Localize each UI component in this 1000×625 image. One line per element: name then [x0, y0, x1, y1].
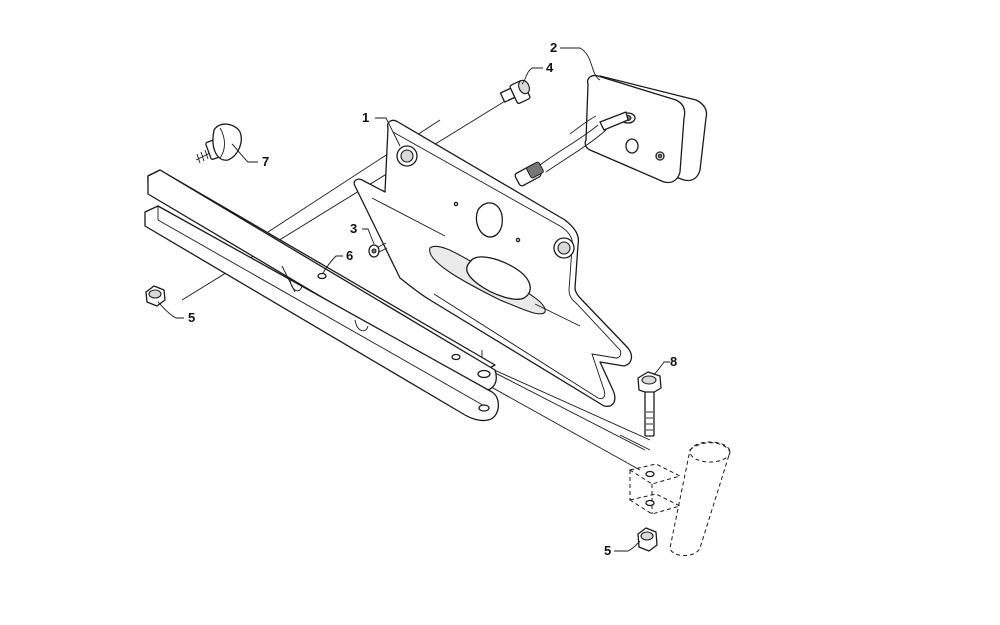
screw [368, 242, 388, 258]
license-plate-bracket [353, 119, 633, 407]
mounting-bar [144, 169, 499, 422]
tail-light [514, 74, 708, 187]
leader-lines [157, 47, 670, 552]
callout-3: 3 [350, 221, 357, 236]
callout-6: 6 [346, 248, 353, 263]
callout-2: 2 [550, 40, 557, 55]
knob [195, 123, 242, 164]
callout-1: 1 [362, 110, 369, 125]
callout-5-left: 5 [188, 310, 195, 325]
vehicle-mount-phantom [628, 441, 731, 556]
cap-screw [499, 79, 531, 105]
nut-bottom [637, 527, 658, 552]
callout-5-bottom: 5 [604, 543, 611, 558]
nut-left [145, 285, 166, 307]
callout-4: 4 [546, 60, 554, 75]
callout-labels: 1 2 3 4 5 5 6 7 8 [188, 40, 677, 558]
bolt [637, 371, 662, 437]
callout-8: 8 [670, 354, 677, 369]
callout-7: 7 [262, 154, 269, 169]
